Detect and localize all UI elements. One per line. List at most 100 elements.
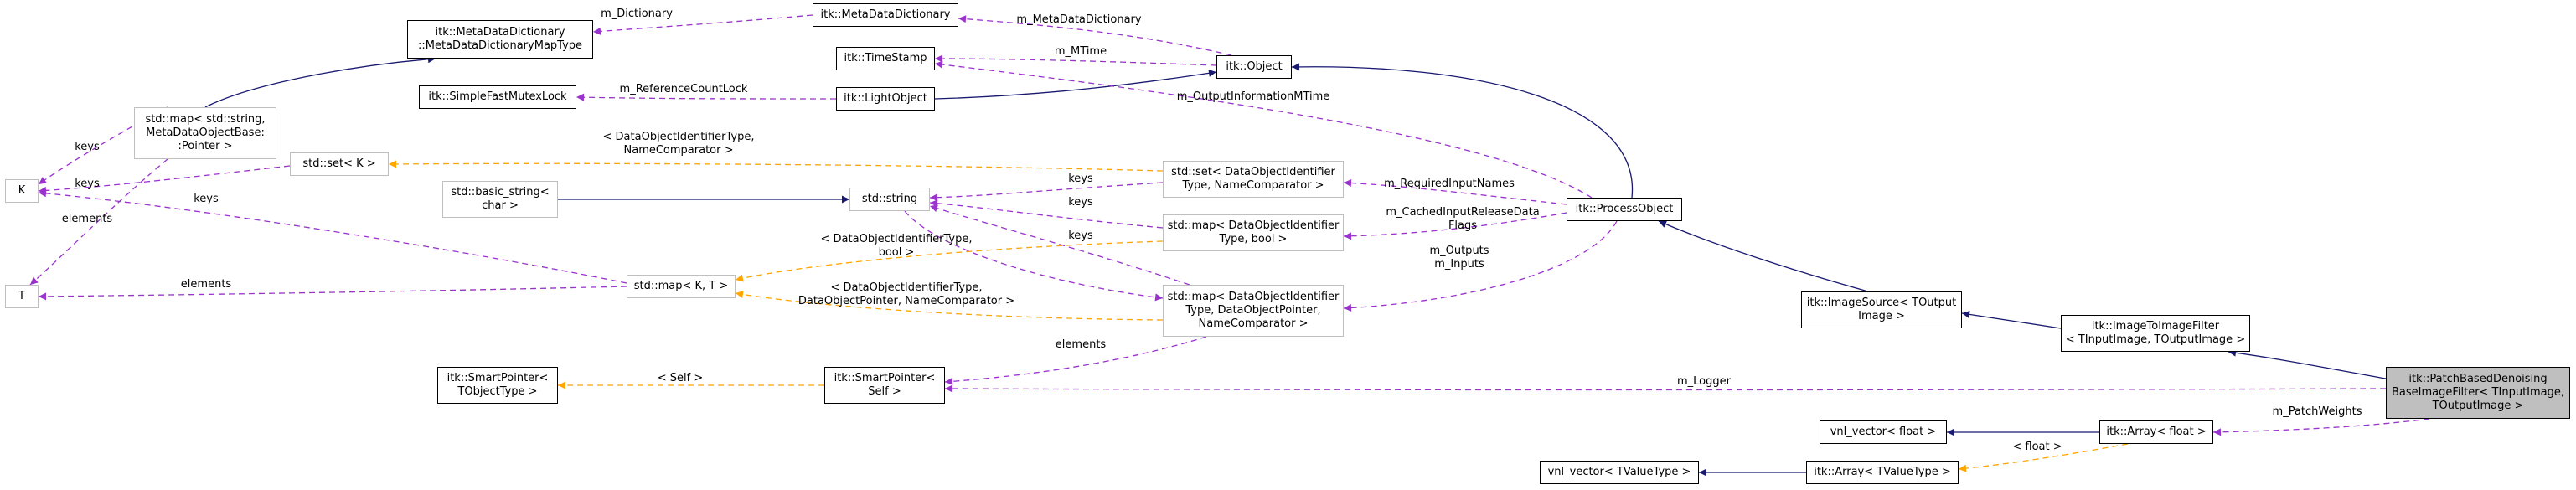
- edge-label-m-mtime: m_MTime: [1054, 45, 1107, 58]
- label-line: < DataObjectIdentifierType,: [830, 281, 983, 294]
- node-timestamp[interactable]: itk::TimeStamp: [836, 47, 935, 70]
- node-array-tvaluetype[interactable]: itk::Array< TValueType >: [1806, 461, 1959, 484]
- edge-label-elements: elements: [1055, 338, 1107, 351]
- node-line: itk::LightObject: [844, 92, 927, 105]
- node-line: K: [18, 184, 26, 197]
- node-lightobject[interactable]: itk::LightObject: [836, 87, 935, 111]
- node-line: std::string: [861, 193, 918, 205]
- edge-label-elements: elements: [61, 213, 113, 225]
- node-std-map-metadataobject[interactable]: std::map< std::string, MetaDataObjectBas…: [134, 107, 276, 159]
- edge-processobject-object: [1291, 63, 1634, 199]
- node-line: std::map< DataObjectIdentifier: [1167, 219, 1340, 232]
- node-line: std::set< K >: [302, 157, 376, 170]
- node-line: itk::MetaDataDictionary: [820, 8, 951, 21]
- edge-label-keys: keys: [1068, 196, 1093, 209]
- label-line: < DataObjectIdentifierType,: [820, 233, 973, 245]
- edge-m-outputs-inputs: [1343, 220, 1618, 312]
- node-line: Type, NameComparator >: [1182, 179, 1324, 192]
- edge-label-float-template: < float >: [2012, 441, 2062, 453]
- edge-label-keys: keys: [75, 141, 100, 153]
- edge-label-self-template: < Self >: [657, 372, 704, 384]
- node-line: std::set< DataObjectIdentifier: [1171, 166, 1335, 178]
- edge-label-keys: keys: [1068, 230, 1093, 242]
- edge-m-outputinformationmtime: [934, 60, 1593, 199]
- edge-elements-t-mapkt: [38, 286, 627, 301]
- node-line: itk::PatchBasedDenoising: [2408, 373, 2548, 385]
- node-line: std::map< std::string,: [145, 113, 266, 126]
- node-imagetoimagefilter[interactable]: itk::ImageToImageFilter < TInputImage, T…: [2061, 315, 2250, 352]
- node-line: Image >: [1858, 310, 1905, 322]
- node-smartpointer-tobjecttype[interactable]: itk::SmartPointer< TObjectType >: [437, 367, 558, 404]
- node-line: itk::MetaDataDictionary: [435, 26, 565, 39]
- edge-label-keys: keys: [75, 178, 100, 190]
- node-std-map-dataobject-pointers[interactable]: std::map< DataObjectIdentifier Type, Dat…: [1163, 285, 1344, 337]
- node-std-basic-string[interactable]: std::basic_string< char >: [442, 181, 558, 218]
- node-line: itk::ImageSource< TOutput: [1806, 297, 1957, 309]
- label-line: m_Inputs: [1434, 258, 1484, 271]
- node-line: itk::SimpleFastMutexLock: [428, 90, 567, 103]
- node-patchbaseddenoising-filter[interactable]: itk::PatchBasedDenoising BaseImageFilter…: [2386, 367, 2570, 419]
- label-line: m_CachedInputReleaseData: [1386, 206, 1540, 219]
- node-std-map-k-t[interactable]: std::map< K, T >: [627, 275, 736, 298]
- node-t[interactable]: T: [5, 285, 39, 308]
- node-k[interactable]: K: [5, 179, 39, 203]
- node-line: ::MetaDataDictionaryMapType: [417, 39, 583, 52]
- edge-label-elements: elements: [180, 278, 232, 291]
- node-metadatadictionary-maptype[interactable]: itk::MetaDataDictionary ::MetaDataDictio…: [407, 20, 593, 59]
- node-object[interactable]: itk::Object: [1216, 55, 1292, 79]
- edge-label-m-requiredinputnames: m_RequiredInputNames: [1384, 178, 1515, 190]
- node-line: std::map< K, T >: [633, 280, 729, 292]
- edge-m-cachedinputreleasedataflags: [1343, 212, 1567, 240]
- node-simplefastmutexlock[interactable]: itk::SimpleFastMutexLock: [419, 85, 576, 109]
- node-line: BaseImageFilter< TInputImage,: [2391, 386, 2565, 399]
- node-line: std::map< DataObjectIdentifier: [1167, 291, 1340, 303]
- edge-label-keys: keys: [194, 193, 219, 205]
- edge-keys-k-mapkt: [38, 189, 627, 284]
- node-line: itk::Array< TValueType >: [1814, 466, 1951, 478]
- node-std-string[interactable]: std::string: [849, 188, 930, 211]
- node-std-set-required-names[interactable]: std::set< DataObjectIdentifier Type, Nam…: [1163, 161, 1344, 198]
- node-line: itk::Array< float >: [2106, 426, 2207, 438]
- label-line: m_Outputs: [1429, 245, 1489, 257]
- label-line: DataObjectPointer, NameComparator >: [798, 295, 1015, 307]
- node-line: std::basic_string<: [451, 186, 550, 199]
- node-vnl-vector-float[interactable]: vnl_vector< float >: [1820, 420, 1947, 444]
- node-processobject[interactable]: itk::ProcessObject: [1567, 198, 1682, 221]
- node-std-map-bool[interactable]: std::map< DataObjectIdentifier Type, boo…: [1163, 214, 1344, 251]
- node-line: NameComparator >: [1198, 317, 1309, 330]
- edge-label-bool-template: < DataObjectIdentifierType, bool >: [821, 233, 973, 260]
- node-line: :Pointer >: [178, 140, 233, 152]
- node-smartpointer-self[interactable]: itk::SmartPointer< Self >: [824, 367, 945, 404]
- edge-patch-imagetoimage: [2228, 348, 2387, 379]
- edge-keys-string-ptrs: [929, 204, 1190, 286]
- edge-label-ptrs-template: < DataObjectIdentifierType, DataObjectPo…: [798, 281, 1014, 308]
- node-vnl-vector-tvaluetype[interactable]: vnl_vector< TValueType >: [1540, 461, 1699, 484]
- edge-m-patchweights: [2212, 418, 2430, 436]
- edge-float-template: [1958, 443, 2129, 472]
- node-std-set-k[interactable]: std::set< K >: [290, 152, 389, 176]
- node-line: MetaDataObjectBase:: [146, 126, 265, 139]
- node-line: itk::TimeStamp: [844, 52, 927, 64]
- label-line: Flags: [1448, 219, 1478, 232]
- node-array-float[interactable]: itk::Array< float >: [2099, 420, 2213, 444]
- node-imagesource[interactable]: itk::ImageSource< TOutput Image >: [1801, 291, 1962, 328]
- edge-label-m-referencecountlock: m_ReferenceCountLock: [619, 83, 748, 95]
- edge-m-dictionary: [592, 14, 813, 35]
- edge-elements-smart: [944, 336, 1207, 385]
- label-line: < DataObjectIdentifierType,: [602, 131, 755, 143]
- node-line: vnl_vector< TValueType >: [1547, 466, 1691, 478]
- label-line: NameComparator >: [623, 144, 734, 157]
- node-line: Type, bool >: [1219, 233, 1288, 245]
- edge-ptrs-template: [735, 291, 1164, 321]
- edge-label-m-outputs-inputs: m_Outputs m_Inputs: [1429, 245, 1489, 271]
- node-line: itk::Object: [1226, 60, 1283, 73]
- edge-string-mapkt-link: [904, 210, 1164, 302]
- node-line: TOutputImage >: [2432, 400, 2524, 412]
- edge-keys-string-set: [929, 182, 1164, 202]
- edge-keys-set-k: [38, 165, 291, 194]
- node-metadatadictionary[interactable]: itk::MetaDataDictionary: [813, 3, 958, 27]
- node-line: Type, DataObjectPointer,: [1185, 304, 1321, 317]
- edge-object-lightobject: [934, 69, 1217, 100]
- node-line: T: [18, 290, 25, 302]
